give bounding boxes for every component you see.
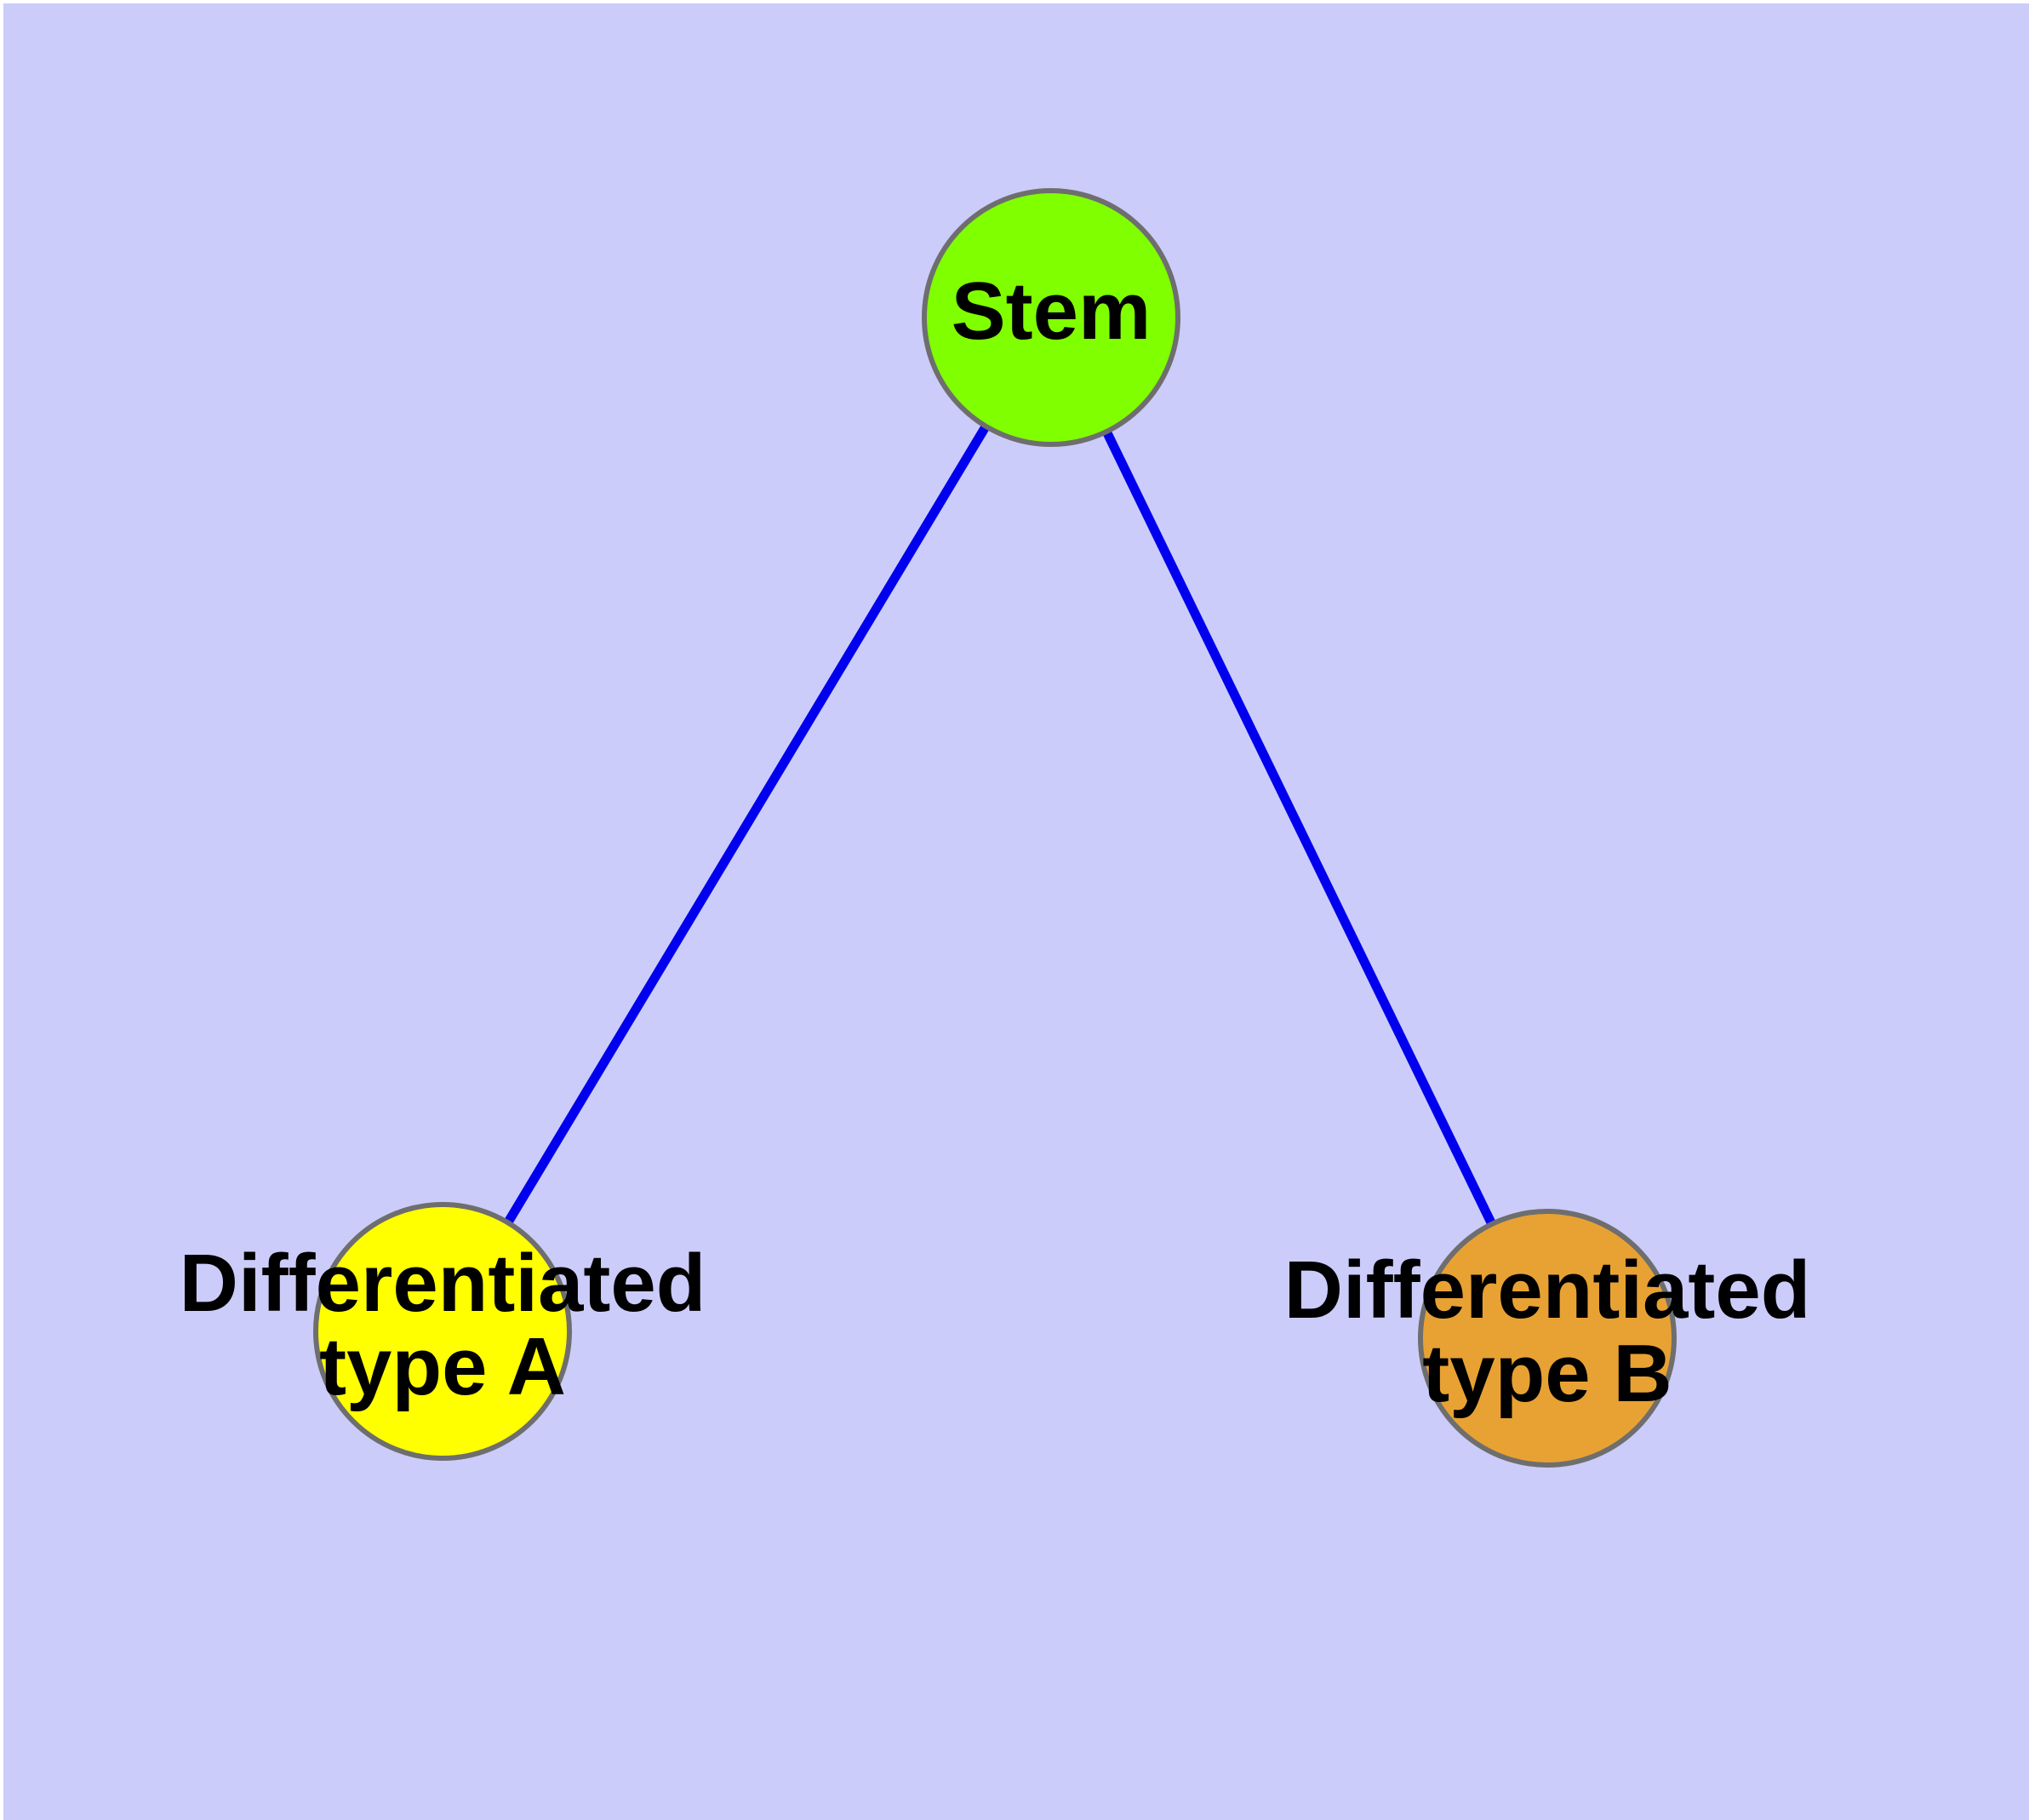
edge-layer [501,421,1498,1230]
node-differentiated-type-a[interactable] [313,1202,572,1461]
node-label-line: Stem [952,266,1152,357]
node-stem-circle[interactable] [922,188,1180,447]
node-label-line: Differentiated [180,1238,706,1329]
node-differentiated-type-b[interactable] [1418,1209,1677,1468]
node-differentiated-type-a-circle[interactable] [313,1202,572,1461]
edge-stem-to-differentiated-type-a[interactable] [501,421,992,1228]
node-differentiated-type-b-circle[interactable] [1418,1209,1677,1468]
node-layer [313,188,1677,1468]
node-stem[interactable] [922,188,1180,447]
node-label-line: type A [319,1321,566,1412]
node-stem-label: Stem [952,266,1152,357]
edge-stem-to-differentiated-type-b[interactable] [1100,426,1498,1230]
node-label-line: type B [1422,1328,1672,1419]
node-label-line: Differentiated [1284,1245,1811,1336]
